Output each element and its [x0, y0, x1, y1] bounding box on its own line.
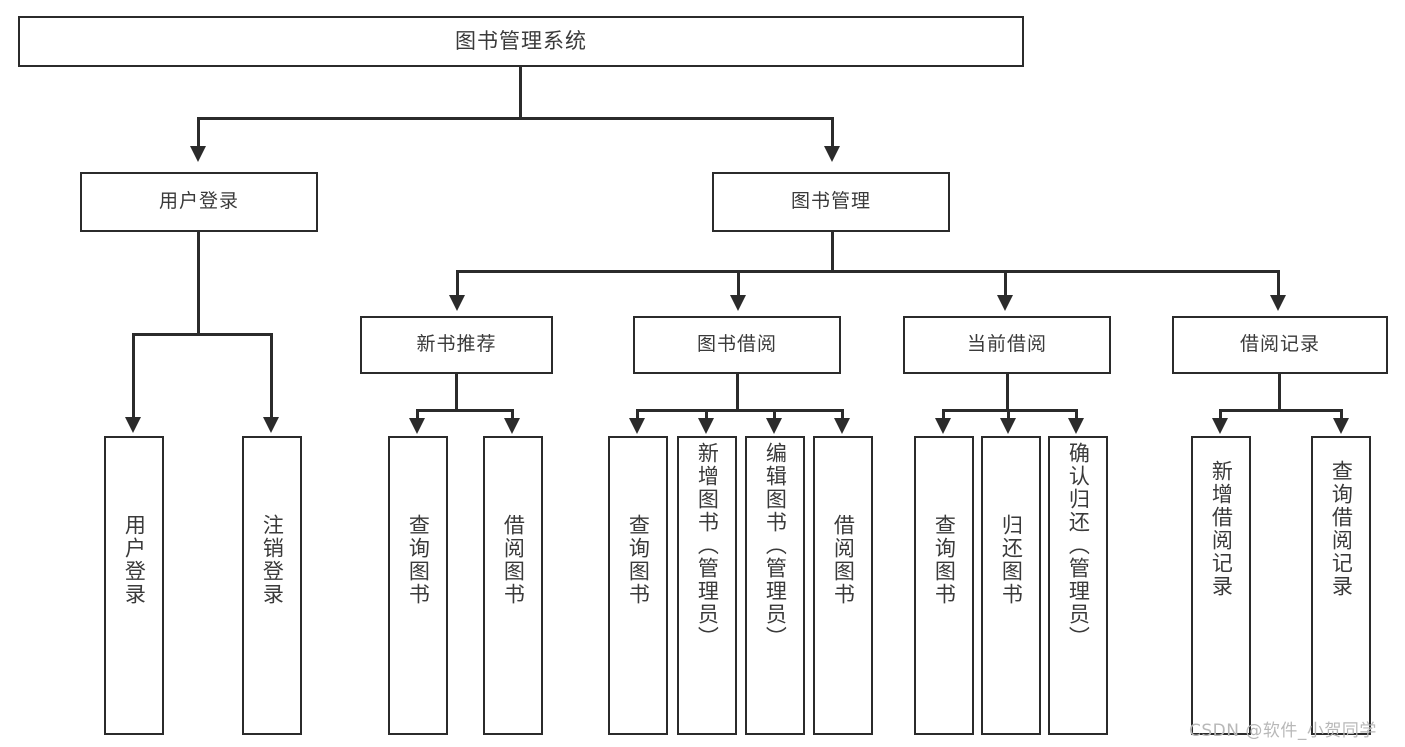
- connector-newbook-rail: [416, 409, 513, 412]
- csdn-watermark: CSDN @软件_小贺同学: [1189, 721, 1377, 741]
- arrow-to-new-book-recommend: [449, 295, 465, 311]
- leaf-query-borrow-record[interactable]: 查询借阅记录: [1311, 436, 1371, 735]
- connector-bookmgmt-drop-4: [1277, 270, 1280, 296]
- connector-root-drop-2: [831, 117, 834, 147]
- connector-root-drop-1: [197, 117, 200, 147]
- node-new-book-recommend[interactable]: 新书推荐: [360, 316, 553, 374]
- arrow-to-leaf-borrow-book-2: [834, 418, 850, 434]
- connector-bookborrow-drop-2: [705, 409, 708, 419]
- connector-currentborrow-drop-1: [942, 409, 945, 419]
- leaf-confirm-return-admin[interactable]: 确认归还（管理员）: [1048, 436, 1108, 735]
- connector-root-rail: [197, 117, 834, 120]
- node-label: 新增图书（管理员）: [695, 442, 720, 649]
- connector-bookborrow-drop-3: [773, 409, 776, 419]
- connector-userlogin-drop-2: [270, 333, 273, 418]
- connector-borrowrecord-rail: [1219, 409, 1342, 412]
- arrow-to-leaf-add-record: [1212, 418, 1228, 434]
- node-label: 新书推荐: [416, 333, 497, 356]
- node-label: 查询图书: [406, 514, 431, 606]
- arrow-to-leaf-confirm-return: [1068, 418, 1084, 434]
- leaf-edit-book-admin[interactable]: 编辑图书（管理员）: [745, 436, 805, 735]
- arrow-to-leaf-edit-book: [766, 418, 782, 434]
- leaf-borrow-book-recommend[interactable]: 借阅图书: [483, 436, 543, 735]
- leaf-logout[interactable]: 注销登录: [242, 436, 302, 735]
- connector-bookborrow-rail: [636, 409, 843, 412]
- arrow-to-borrow-record: [1270, 295, 1286, 311]
- connector-newbook-drop-2: [511, 409, 514, 419]
- connector-borrowrecord-drop-1: [1219, 409, 1222, 419]
- connector-userlogin-stem: [197, 232, 200, 334]
- node-book-borrow[interactable]: 图书借阅: [633, 316, 841, 374]
- arrow-to-leaf-query-book-3: [935, 418, 951, 434]
- node-label: 确认归还（管理员）: [1066, 442, 1091, 649]
- arrow-to-leaf-return-book: [1000, 418, 1016, 434]
- node-label: 新增借阅记录: [1209, 460, 1234, 598]
- leaf-borrow-book-borrow[interactable]: 借阅图书: [813, 436, 873, 735]
- leaf-add-book-admin[interactable]: 新增图书（管理员）: [677, 436, 737, 735]
- connector-newbook-stem: [455, 374, 458, 410]
- arrow-to-leaf-query-book-2: [629, 418, 645, 434]
- connector-bookmgmt-drop-2: [737, 270, 740, 296]
- connector-borrowrecord-drop-2: [1340, 409, 1343, 419]
- arrow-to-leaf-add-book: [698, 418, 714, 434]
- arrow-to-book-borrow: [730, 295, 746, 311]
- node-user-login[interactable]: 用户登录: [80, 172, 318, 232]
- arrow-to-leaf-query-book-1: [409, 418, 425, 434]
- leaf-return-book[interactable]: 归还图书: [981, 436, 1041, 735]
- node-label: 注销登录: [260, 514, 285, 606]
- node-label: 图书借阅: [696, 333, 777, 356]
- node-label: 用户登录: [158, 190, 239, 213]
- node-label: 图书管理: [790, 190, 871, 213]
- node-label: 借阅图书: [501, 514, 526, 606]
- connector-borrowrecord-stem: [1278, 374, 1281, 410]
- node-current-borrow[interactable]: 当前借阅: [903, 316, 1111, 374]
- connector-currentborrow-drop-2: [1007, 409, 1010, 419]
- arrow-to-leaf-user-login: [125, 417, 141, 433]
- node-label: 编辑图书（管理员）: [763, 442, 788, 649]
- leaf-query-book-recommend[interactable]: 查询图书: [388, 436, 448, 735]
- node-label: 借阅记录: [1239, 333, 1320, 356]
- connector-newbook-drop-1: [416, 409, 419, 419]
- node-label: 图书管理系统: [455, 29, 587, 54]
- connector-bookmgmt-drop-3: [1004, 270, 1007, 296]
- leaf-query-book-borrow[interactable]: 查询图书: [608, 436, 668, 735]
- connector-bookmgmt-drop-1: [456, 270, 459, 296]
- node-label: 当前借阅: [966, 333, 1047, 356]
- arrow-to-user-login: [190, 146, 206, 162]
- leaf-user-login[interactable]: 用户登录: [104, 436, 164, 735]
- connector-currentborrow-drop-3: [1075, 409, 1078, 419]
- leaf-query-book-current[interactable]: 查询图书: [914, 436, 974, 735]
- node-label: 查询借阅记录: [1329, 460, 1354, 598]
- leaf-add-borrow-record[interactable]: 新增借阅记录: [1191, 436, 1251, 735]
- node-borrow-record[interactable]: 借阅记录: [1172, 316, 1388, 374]
- connector-currentborrow-stem: [1006, 374, 1009, 410]
- node-label: 查询图书: [626, 514, 651, 606]
- node-label: 用户登录: [122, 514, 147, 606]
- connector-userlogin-drop-1: [132, 333, 135, 418]
- arrow-to-leaf-logout: [263, 417, 279, 433]
- node-label: 归还图书: [999, 514, 1024, 606]
- node-root-system[interactable]: 图书管理系统: [18, 16, 1024, 67]
- connector-userlogin-rail: [132, 333, 270, 336]
- connector-bookborrow-stem: [736, 374, 739, 410]
- node-book-management[interactable]: 图书管理: [712, 172, 950, 232]
- arrow-to-current-borrow: [997, 295, 1013, 311]
- node-label: 查询图书: [932, 514, 957, 606]
- connector-bookmgmt-rail: [456, 270, 1280, 273]
- node-label: 借阅图书: [831, 514, 856, 606]
- arrow-to-book-manage: [824, 146, 840, 162]
- connector-root-stem: [519, 67, 522, 117]
- arrow-to-leaf-query-record: [1333, 418, 1349, 434]
- connector-bookborrow-drop-1: [636, 409, 639, 419]
- connector-bookmgmt-stem: [831, 232, 834, 272]
- connector-bookborrow-drop-4: [841, 409, 844, 419]
- arrow-to-leaf-borrow-book-1: [504, 418, 520, 434]
